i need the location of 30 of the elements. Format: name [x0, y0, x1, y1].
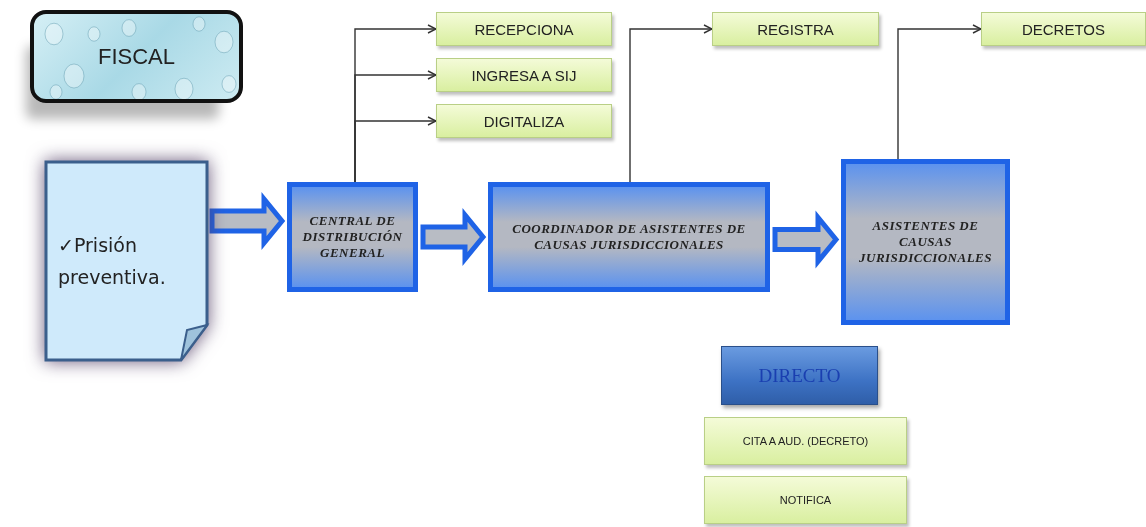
arrow [354, 116, 437, 183]
task-box [436, 104, 612, 138]
task-box [704, 417, 907, 465]
arrow [897, 24, 982, 160]
title-box [30, 10, 243, 103]
node-text: CENTRAL DE DISTRIBUCIÓN GENERAL [301, 212, 404, 262]
header-box [721, 346, 878, 405]
block-arrow [209, 192, 286, 250]
node-text: FISCAL [98, 43, 175, 70]
task-box [981, 12, 1146, 46]
block-arrow [420, 208, 487, 266]
node-text: NOTIFICA [779, 494, 832, 506]
task-box [704, 476, 907, 524]
task-box [436, 12, 612, 46]
node-text: COORDINADOR DE ASISTENTES DE CAUSAS JURISDICCIONALES [511, 220, 747, 254]
block-arrow [772, 210, 840, 269]
process-box [841, 159, 1010, 325]
node-text: DECRETOS [1021, 20, 1106, 38]
node-text: DIRECTO [758, 364, 841, 387]
process-box [287, 182, 418, 292]
node-text: ASISTENTES DE CAUSAS JURISDICCIONALES [858, 217, 993, 267]
node-text: CITA A AUD. (DECRETO) [742, 435, 869, 447]
arrow [629, 24, 713, 183]
node-text: RECEPCIONA [474, 20, 574, 38]
task-box [436, 58, 612, 92]
process-box [488, 182, 770, 292]
node-text: INGRESA A SIJ [471, 66, 577, 84]
node-text: DIGITALIZA [483, 112, 565, 130]
task-box [712, 12, 879, 46]
node-text: REGISTRA [757, 20, 834, 38]
